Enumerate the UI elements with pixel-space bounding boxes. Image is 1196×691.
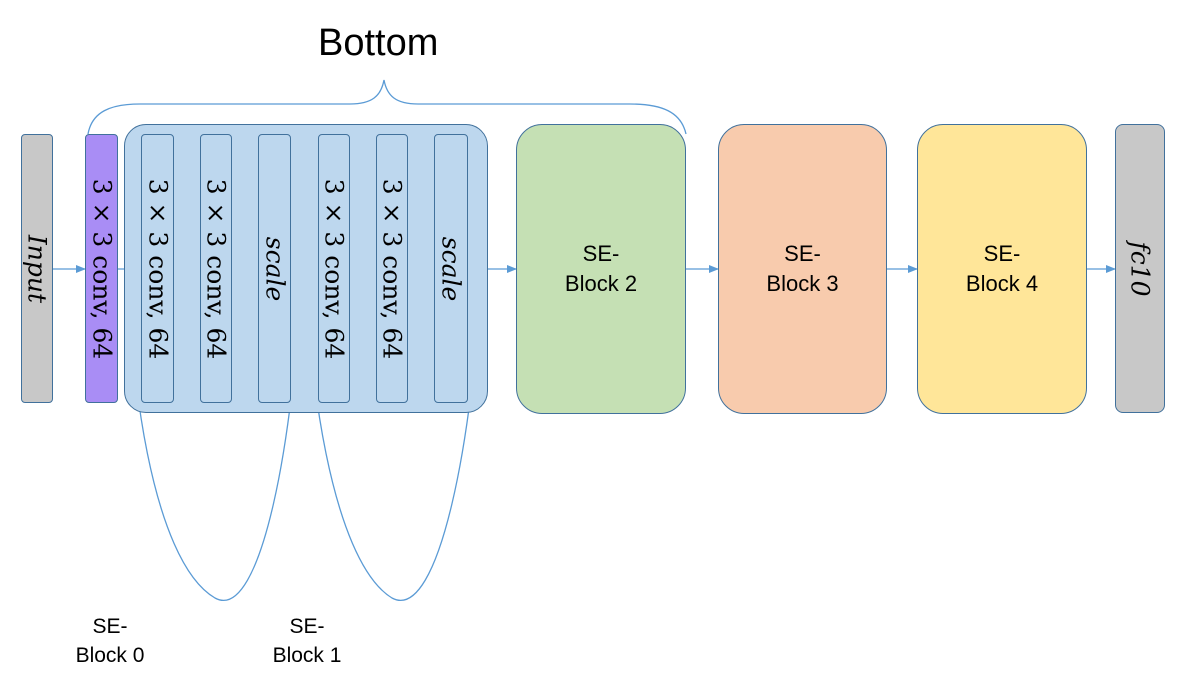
se-block-4: SE- Block 4	[917, 124, 1087, 414]
layer-label: 3 × 3 conv, 64	[377, 178, 407, 359]
output-label: fc10	[1125, 240, 1155, 297]
input-node: Input	[21, 134, 53, 403]
layer-scale-1: scale	[258, 134, 291, 403]
layer-scale-2: scale	[434, 134, 468, 403]
se-block-2-label: SE- Block 2	[564, 241, 638, 296]
se-block-1-container	[124, 124, 488, 413]
layer-conv-4: 3 × 3 conv, 64	[376, 134, 408, 403]
layer-label: 3 × 3 conv, 64	[201, 178, 231, 359]
se-block-4-label: SE- Block 4	[965, 241, 1039, 296]
output-fc10-node: fc10	[1115, 124, 1165, 413]
layer-label: scale	[260, 236, 289, 301]
layer-label: 3 × 3 conv, 64	[319, 178, 349, 359]
layer-conv-3: 3 × 3 conv, 64	[318, 134, 350, 403]
input-label: Input	[22, 234, 52, 303]
stem-conv-node: 3 × 3 conv, 64	[85, 134, 118, 403]
se-block-3-label: SE- Block 3	[766, 241, 839, 296]
caption-se-block-0: SE- Block 0	[75, 615, 145, 667]
bottom-brace	[87, 79, 687, 135]
layer-label: scale	[436, 236, 466, 301]
layer-label: 3 × 3 conv, 64	[143, 178, 172, 359]
layer-conv-2: 3 × 3 conv, 64	[200, 134, 232, 403]
bottom-title: Bottom	[318, 22, 439, 64]
layer-conv-1: 3 × 3 conv, 64	[141, 134, 174, 403]
se-block-2: SE- Block 2	[516, 124, 686, 414]
se-block-3: SE- Block 3	[718, 124, 887, 414]
caption-se-block-1: SE- Block 1	[272, 615, 342, 667]
stem-conv-label: 3 × 3 conv, 64	[87, 178, 116, 359]
